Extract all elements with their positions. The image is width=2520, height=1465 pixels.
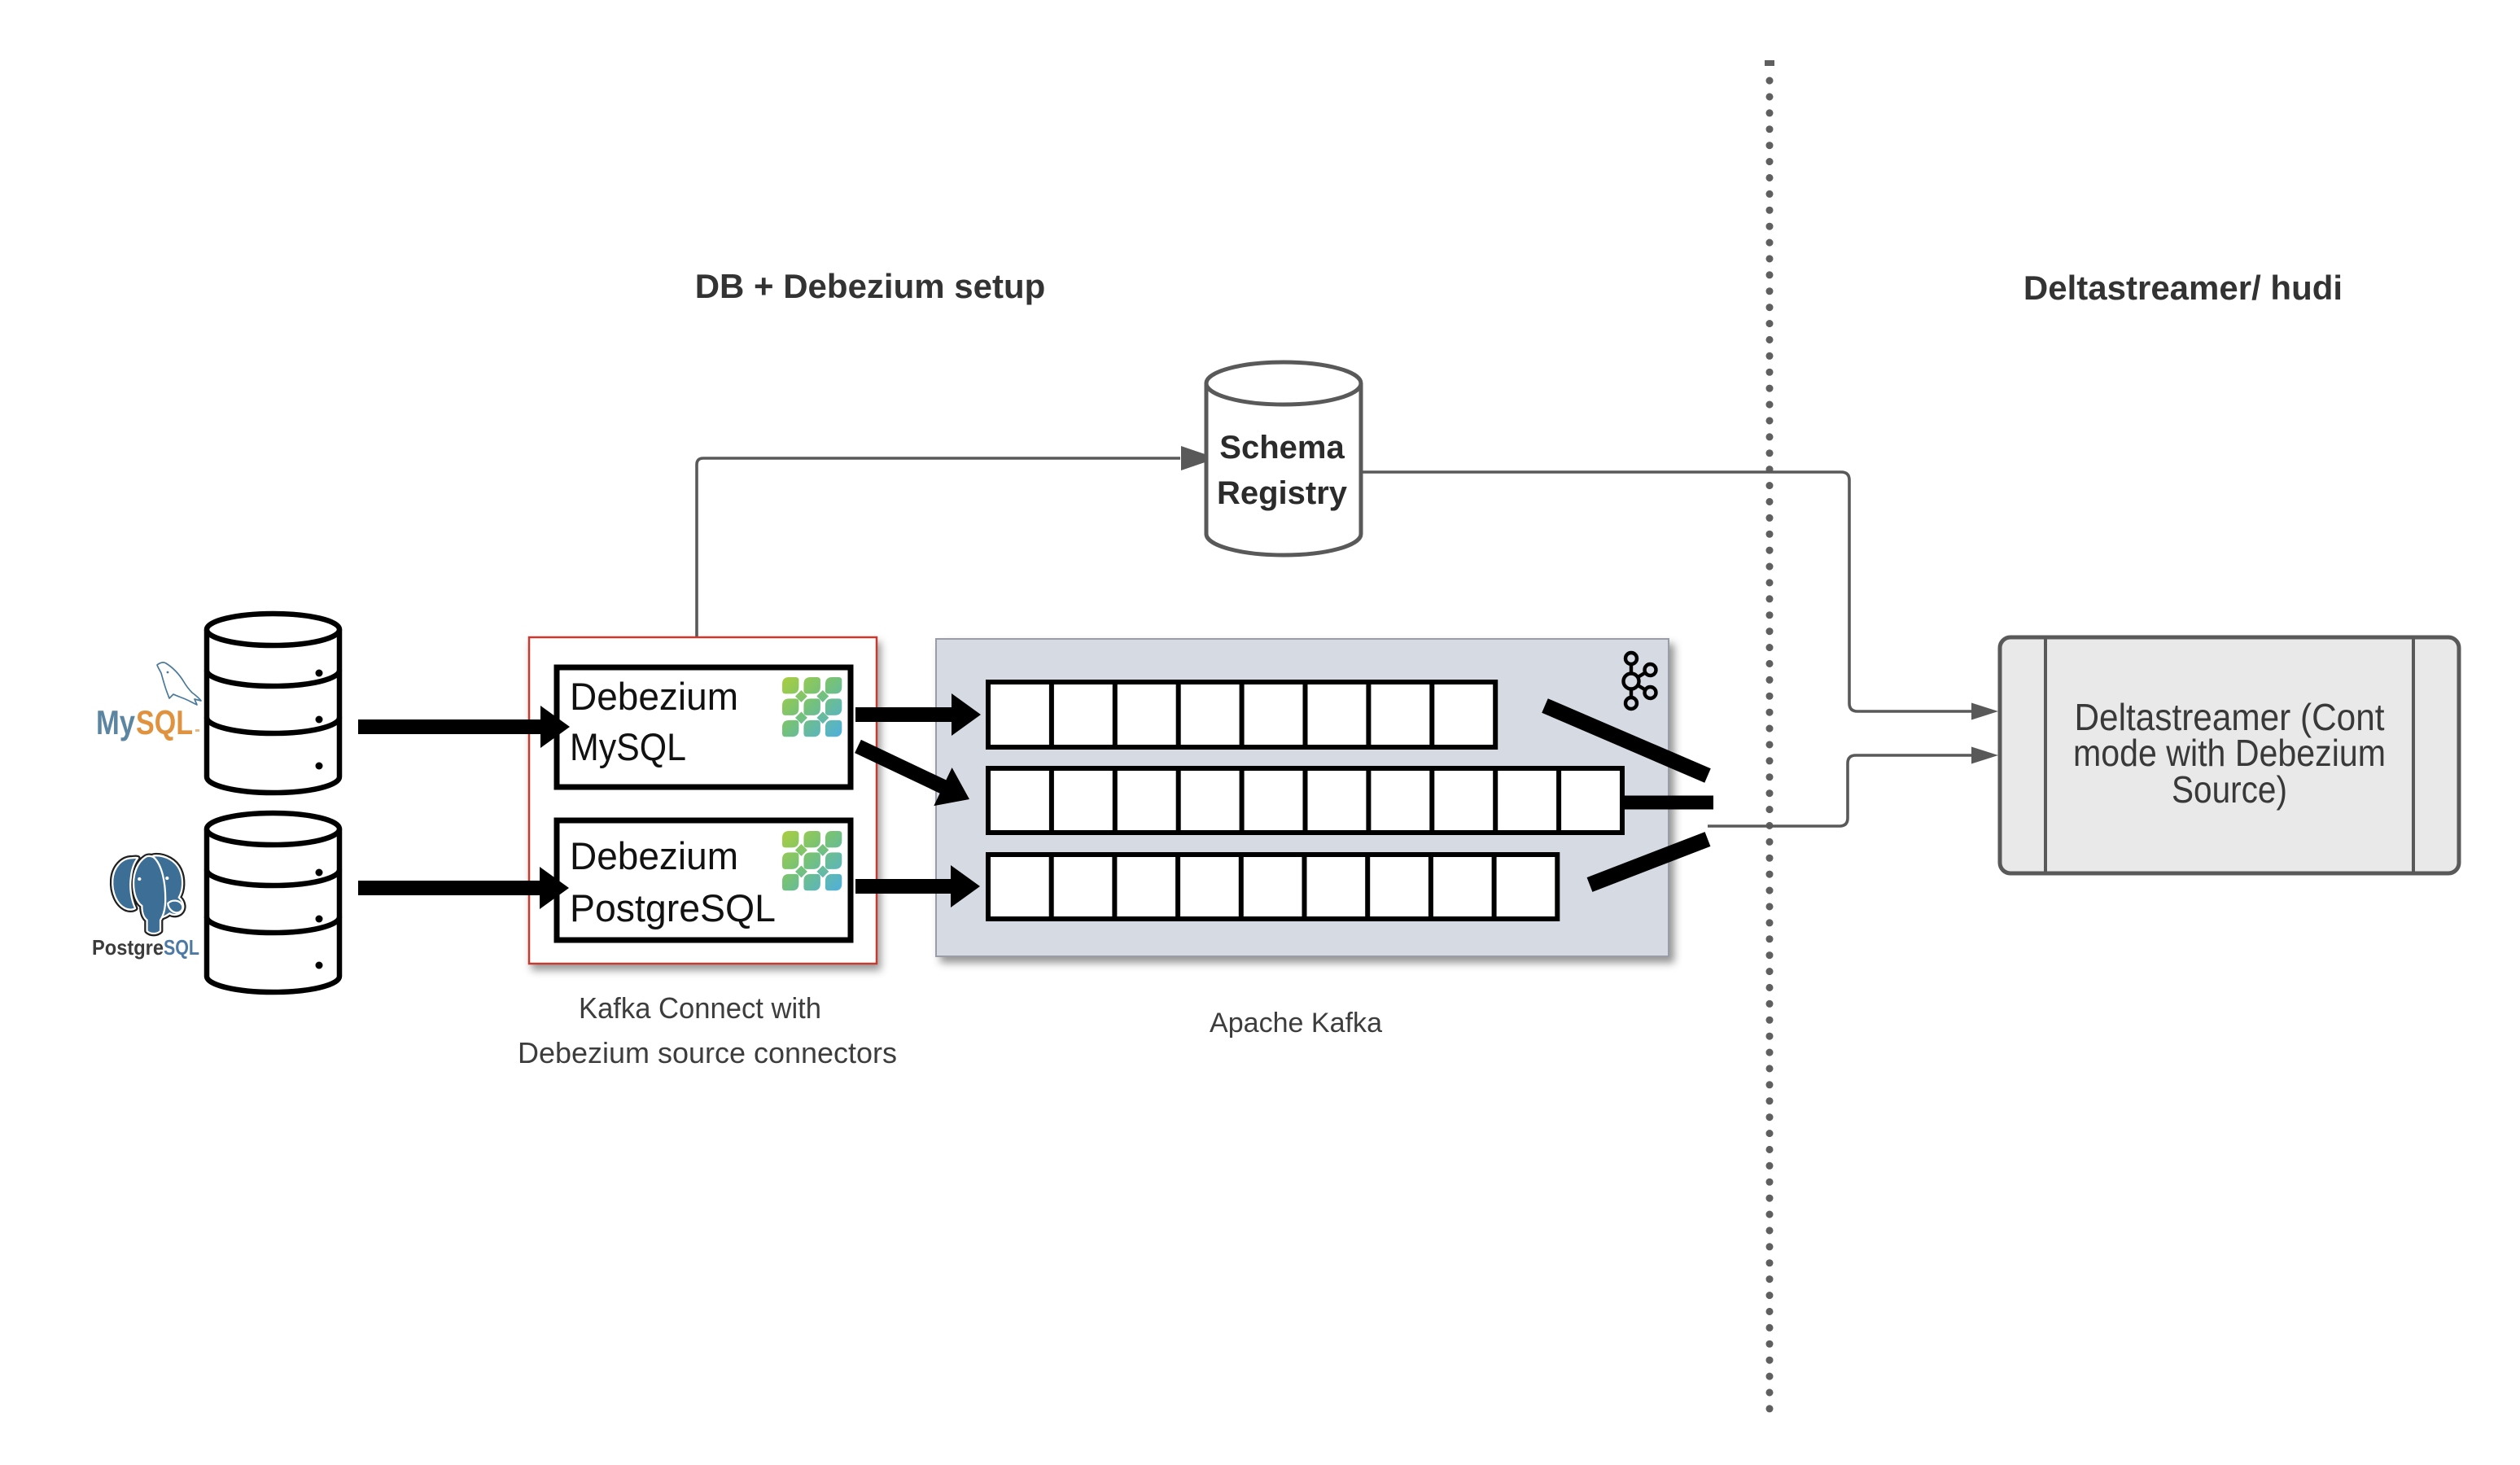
svg-text:PostgreSQL: PostgreSQL: [570, 886, 776, 929]
svg-text:SQL: SQL: [136, 703, 193, 741]
svg-text:DB + Debezium setup: DB + Debezium setup: [695, 267, 1046, 305]
svg-text:SQL: SQL: [164, 935, 199, 960]
svg-text:Debezium: Debezium: [570, 675, 738, 718]
svg-text:Apache Kafka: Apache Kafka: [1210, 1008, 1382, 1039]
svg-text:Postgre: Postgre: [92, 935, 164, 960]
svg-text:Debezium source connectors: Debezium source connectors: [518, 1036, 897, 1069]
svg-text:Source): Source): [2172, 768, 2287, 811]
svg-text:mode with Debezium: mode with Debezium: [2073, 732, 2386, 774]
svg-text:My: My: [96, 703, 136, 741]
svg-text:Kafka Connect with: Kafka Connect with: [579, 991, 821, 1025]
svg-text:Debezium: Debezium: [570, 834, 738, 877]
svg-text:Schema: Schema: [1219, 430, 1345, 466]
svg-text:MySQL: MySQL: [570, 725, 686, 768]
svg-text:Registry: Registry: [1217, 475, 1348, 511]
svg-text:Deltastreamer (Cont: Deltastreamer (Cont: [2075, 696, 2385, 738]
svg-text:Deltastreamer/ hudi: Deltastreamer/ hudi: [2023, 269, 2343, 307]
